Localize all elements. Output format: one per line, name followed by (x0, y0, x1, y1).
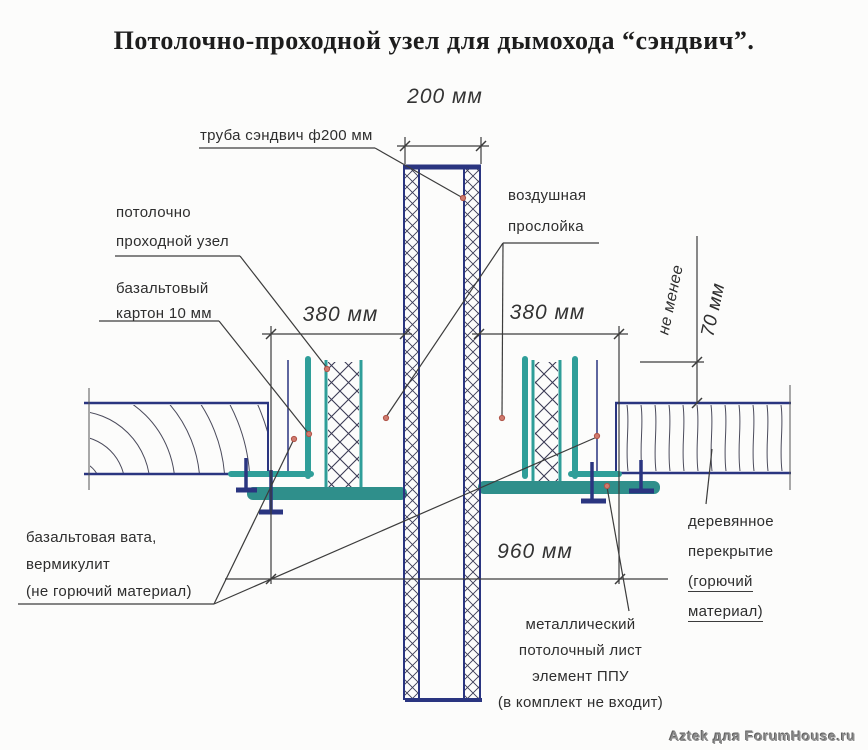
right-beam (615, 385, 791, 490)
right-beam-wood-grain (626, 405, 783, 472)
pass-through-unit-left (228, 356, 407, 500)
metal-ceiling-sheet-right (478, 481, 660, 494)
dim-960mm: 960 мм (497, 540, 573, 563)
diagram-title: Потолочно-проходной узел для дымохода “с… (113, 26, 755, 55)
left-beam (84, 388, 269, 490)
metal-ceiling-sheet-left (247, 487, 407, 500)
left-beam-wood-grain (90, 405, 267, 473)
leader-lines (18, 147, 713, 612)
leader-dots (290, 194, 611, 490)
dim-200mm: 200 мм (407, 85, 483, 108)
dimension-lines (225, 137, 704, 585)
label-metal-sheet: металлический потолочный лист элемент ПП… (497, 616, 664, 711)
label-wooden-floor: деревянное перекрытие (горючий материал) (688, 513, 774, 622)
label-basalt-cardboard: базальтовый картон 10 мм (116, 280, 212, 322)
label-sandwich-pipe: труба сэндвич ф200 мм (200, 127, 373, 144)
label-ceiling-unit: потолочно проходной узел (116, 204, 229, 250)
label-basalt-wool: базальтовая вата, вермикулит (не горючий… (26, 529, 192, 600)
pass-through-unit-right (478, 356, 660, 494)
dim-380mm-left: 380 мм (302, 303, 379, 326)
dim-380mm-right: 380 мм (509, 301, 586, 324)
label-air-gap: воздушная прослойка (508, 187, 587, 235)
sandwich-pipe (403, 164, 482, 702)
basalt-cardboard-hatch-left (328, 362, 359, 492)
watermark: Aztek для ForumHouse.ru (669, 728, 856, 744)
basalt-cardboard-hatch-right (535, 362, 558, 490)
